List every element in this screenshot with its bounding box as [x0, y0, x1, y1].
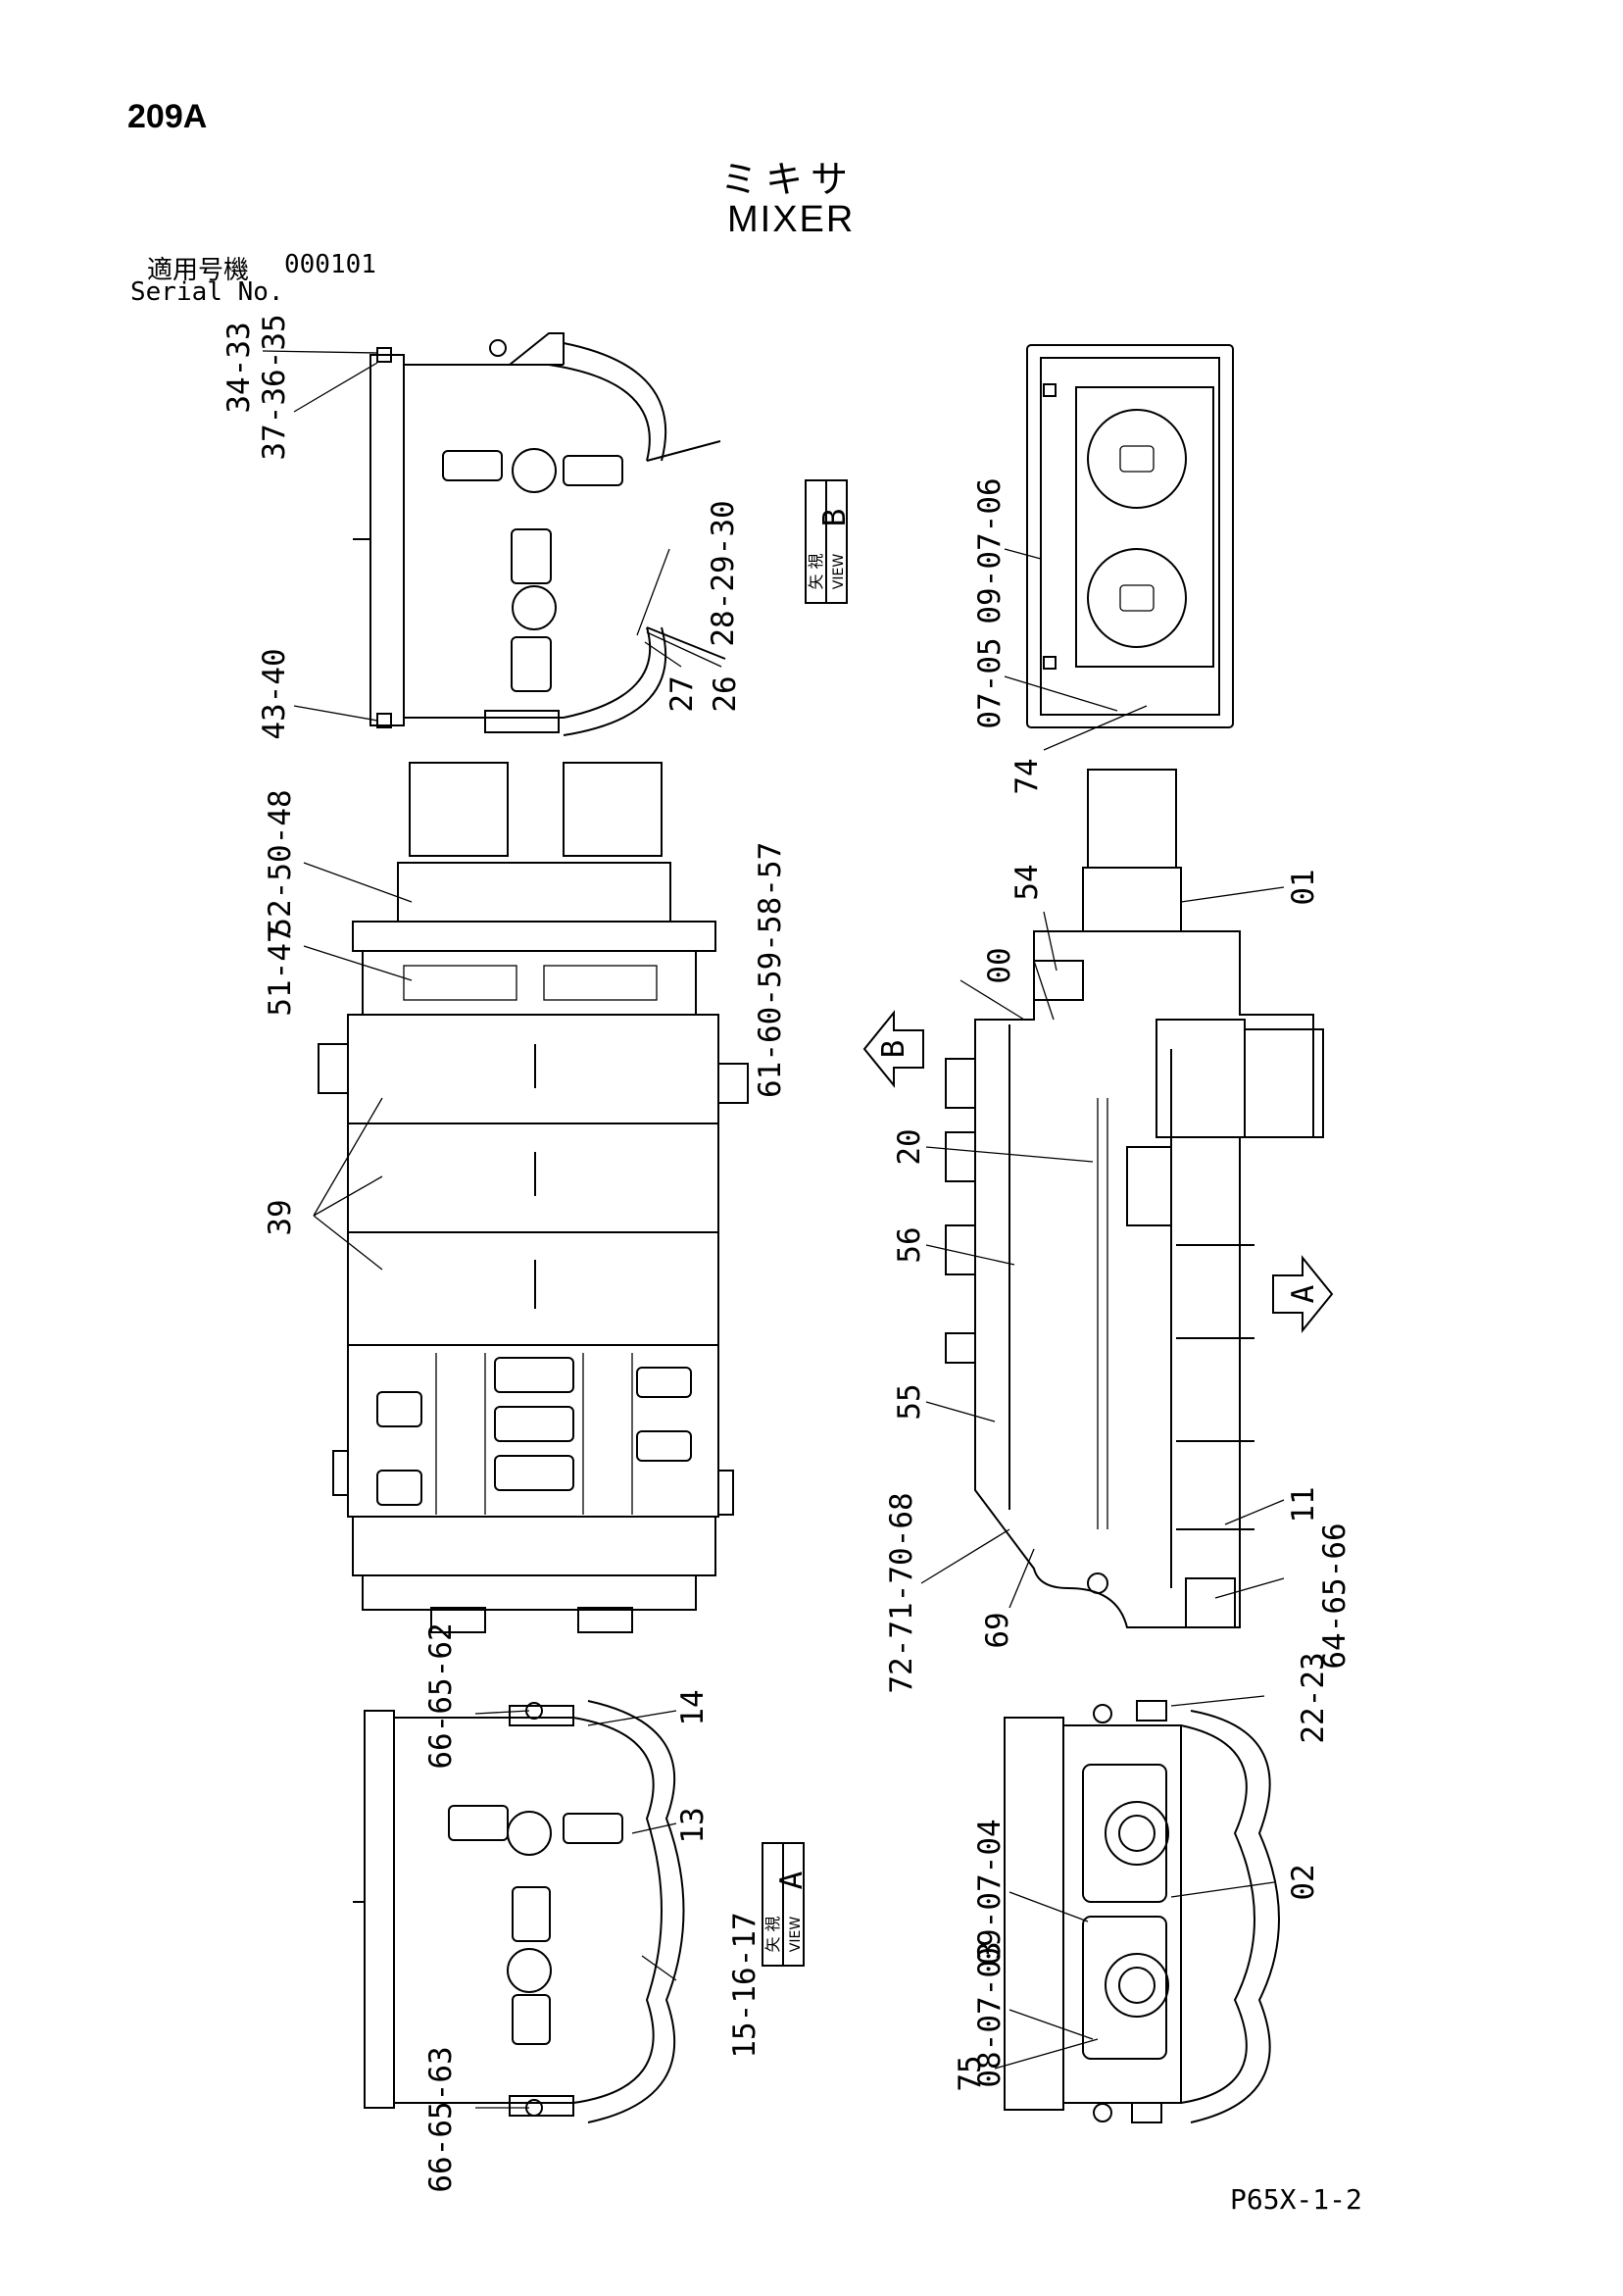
callout-11: 11 [1286, 1486, 1321, 1522]
callout-66-65-63: 66-65-63 [423, 2046, 459, 2192]
callout-22-23: 22-23 [1296, 1652, 1331, 1743]
callout-09-07-06-top: 09-07-06 [972, 477, 1008, 624]
view-a-en: VIEW [788, 1917, 804, 1953]
callout-00: 00 [982, 947, 1017, 983]
callout-66-65-62: 66-65-62 [423, 1622, 459, 1769]
page-number: 209A [127, 98, 208, 135]
title-japanese: ミキサ [720, 158, 857, 201]
view-b-plate [1026, 344, 1234, 728]
side-view-main [945, 769, 1324, 1628]
callout-72-71-70-68: 72-71-70-68 [884, 1492, 919, 1693]
callout-54: 54 [1009, 864, 1045, 900]
callout-34-33: 34-33 [221, 322, 257, 413]
callout-61-60-59-58-57: 61-60-59-58-57 [753, 842, 788, 1098]
callout-52-50-48: 52-50-48 [263, 789, 298, 935]
callout-07-05: 07-05 [972, 637, 1008, 728]
svg-text:A: A [1286, 1284, 1321, 1303]
callout-15-16-17: 15-16-17 [727, 1912, 762, 2058]
callout-37-36-35: 37-36-35 [257, 314, 292, 460]
callout-27: 27 [664, 675, 700, 712]
view-a-end [353, 1700, 685, 2123]
callout-02: 02 [1286, 1864, 1321, 1900]
view-b-en: VIEW [831, 554, 847, 590]
serial-label-english: Serial No. [130, 277, 284, 307]
callout-14: 14 [675, 1689, 711, 1725]
end-view-right [1004, 1700, 1280, 2123]
callout-20: 20 [892, 1128, 927, 1165]
callout-43-40: 43-40 [257, 648, 292, 739]
callout-26: 26 [708, 675, 743, 712]
callout-01: 01 [1286, 869, 1321, 905]
callout-56: 56 [892, 1226, 927, 1263]
callout-08-07-03: 08-07-03 [972, 1941, 1008, 2087]
callout-labels: 34-33 37-36-35 43-40 28-29-30 27 26 09-0… [221, 314, 1352, 2192]
leader-lines [262, 350, 1285, 2109]
callout-13: 13 [675, 1807, 711, 1843]
callout-74: 74 [1009, 758, 1045, 794]
view-b-jp: 矢 視 [807, 553, 825, 589]
callout-64-65-66: 64-65-66 [1317, 1522, 1352, 1669]
view-a-letter: A [774, 1871, 810, 1889]
view-b-label-box: B 矢 視 VIEW [805, 479, 853, 604]
view-a-label-box: A 矢 視 VIEW [762, 1842, 810, 1967]
view-arrow-a: A [1272, 1255, 1334, 1333]
callout-75: 75 [953, 2055, 988, 2091]
view-b-letter: B [817, 509, 853, 527]
serial-value: 000101 [284, 250, 376, 279]
callout-28-29-30: 28-29-30 [706, 500, 741, 646]
side-view-top-left [353, 332, 726, 736]
callout-69: 69 [980, 1612, 1015, 1648]
serial-label-japanese: 適用号機 [147, 256, 250, 285]
svg-text:B: B [876, 1040, 911, 1059]
callout-09-07-04: 09-07-04 [972, 1819, 1008, 1965]
view-a-jp: 矢 視 [763, 1916, 782, 1952]
title-english: MIXER [727, 199, 856, 240]
callout-39: 39 [263, 1199, 298, 1235]
callout-51-47: 51-47 [263, 924, 298, 1016]
drawing-code: P65X-1-2 [1230, 2183, 1362, 2216]
plan-view-main [318, 762, 749, 1633]
callout-55: 55 [892, 1383, 927, 1420]
view-arrow-b: B [862, 1010, 924, 1088]
